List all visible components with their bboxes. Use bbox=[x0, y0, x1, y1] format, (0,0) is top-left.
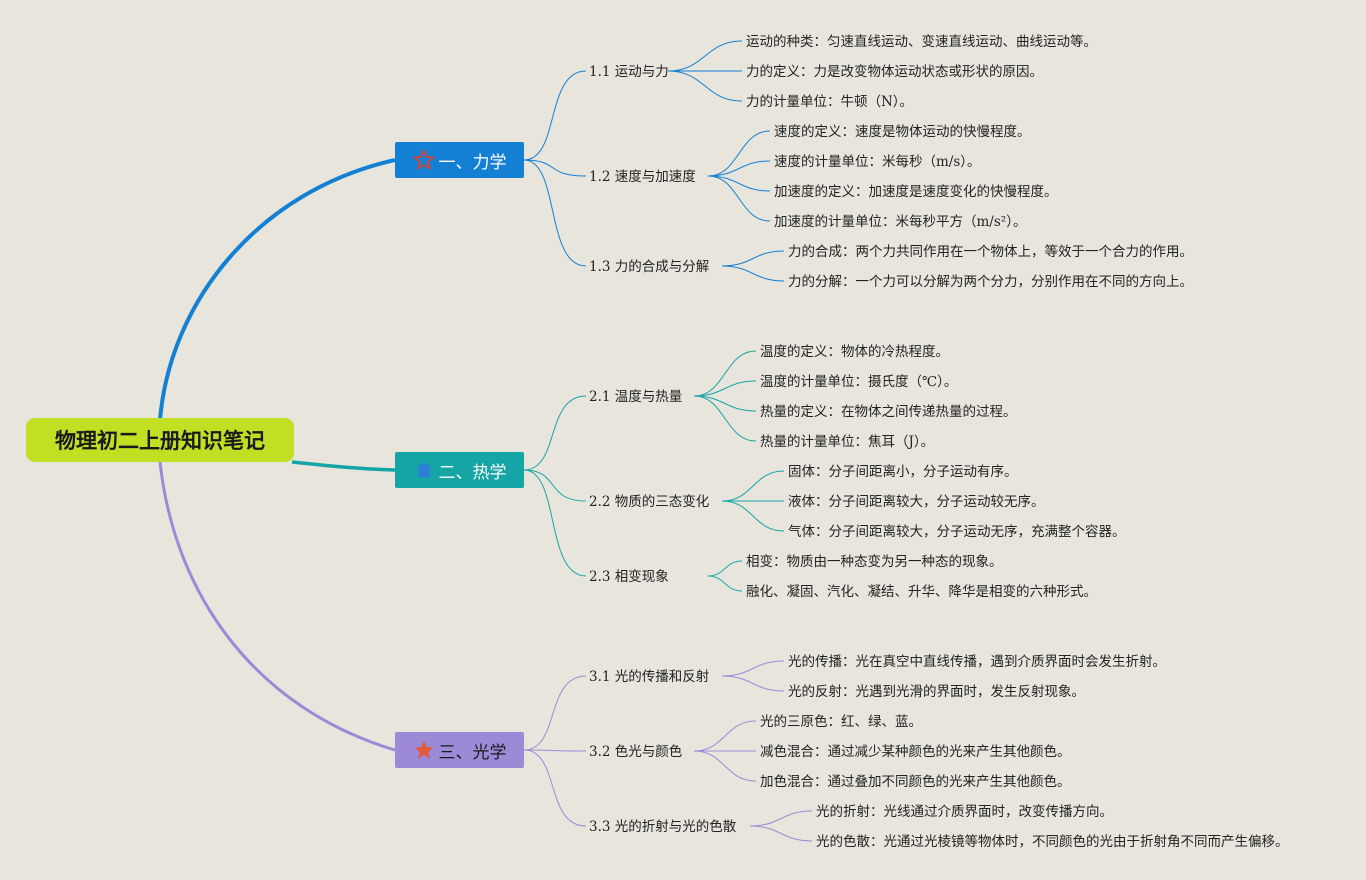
topic-link bbox=[523, 749, 587, 752]
leaf-link bbox=[693, 750, 757, 782]
leaf-link bbox=[707, 160, 771, 177]
leaf-node[interactable]: 融化、凝固、汽化、凝结、升华、降华是相变的六种形式。 bbox=[746, 584, 1097, 600]
topic-link bbox=[523, 395, 587, 471]
topic-link bbox=[523, 159, 587, 267]
branch-node-optics[interactable]: 三、光学 bbox=[395, 732, 524, 768]
leaf-node[interactable]: 加色混合：通过叠加不同颜色的光来产生其他颜色。 bbox=[760, 774, 1071, 790]
leaf-link bbox=[721, 470, 785, 502]
topic-node[interactable]: 2.1 温度与热量 bbox=[589, 389, 683, 405]
leaf-node[interactable]: 光的反射：光遇到光滑的界面时，发生反射现象。 bbox=[788, 684, 1085, 700]
leaf-link bbox=[707, 130, 771, 177]
leaf-link bbox=[693, 380, 757, 397]
leaf-link bbox=[721, 265, 785, 282]
leaf-node[interactable]: 光的色散：光通过光棱镜等物体时，不同颜色的光由于折射角不同而产生偏移。 bbox=[816, 834, 1289, 850]
leaf-link bbox=[721, 250, 785, 267]
branch-node-thermal[interactable]: 二、热学 bbox=[395, 452, 524, 488]
topic-link bbox=[523, 469, 587, 577]
leaf-link bbox=[707, 175, 771, 192]
leaf-link bbox=[721, 660, 785, 677]
topic-node[interactable]: 1.1 运动与力 bbox=[589, 64, 669, 80]
leaf-node[interactable]: 速度的定义：速度是物体运动的快慢程度。 bbox=[774, 124, 1031, 140]
leaf-node[interactable]: 加速度的计量单位：米每秒平方（m/s²）。 bbox=[774, 214, 1027, 230]
leaf-node[interactable]: 光的三原色：红、绿、蓝。 bbox=[760, 714, 922, 730]
house-icon bbox=[415, 461, 432, 478]
leaf-link bbox=[707, 175, 771, 222]
leaf-node[interactable]: 速度的计量单位：米每秒（m/s）。 bbox=[774, 154, 981, 170]
leaf-node[interactable]: 温度的计量单位：摄氏度（℃）。 bbox=[760, 374, 958, 390]
root-link bbox=[158, 158, 396, 421]
leaf-node[interactable]: 热量的计量单位：焦耳（J）。 bbox=[760, 434, 935, 450]
star-outline-icon bbox=[412, 149, 435, 171]
leaf-link bbox=[721, 675, 785, 692]
root-node[interactable]: 物理初二上册知识笔记 bbox=[26, 418, 294, 462]
leaf-link bbox=[749, 825, 813, 842]
leaf-node[interactable]: 固体：分子间距离小，分子运动有序。 bbox=[788, 464, 1018, 480]
leaf-link bbox=[667, 40, 743, 72]
leaf-node[interactable]: 力的定义：力是改变物体运动状态或形状的原因。 bbox=[746, 64, 1043, 80]
leaf-link bbox=[693, 350, 757, 397]
topic-node[interactable]: 3.3 光的折射与光的色散 bbox=[589, 819, 737, 835]
topic-node[interactable]: 3.1 光的传播和反射 bbox=[589, 669, 710, 685]
leaf-link bbox=[693, 720, 757, 752]
topic-link bbox=[523, 749, 587, 827]
leaf-node[interactable]: 力的计量单位：牛顿（N）。 bbox=[746, 94, 914, 110]
branch-label: 三、光学 bbox=[438, 742, 507, 763]
leaf-link bbox=[707, 560, 743, 577]
star-filled-icon bbox=[414, 740, 433, 759]
leaf-link bbox=[721, 500, 785, 532]
topic-node[interactable]: 1.2 速度与加速度 bbox=[589, 169, 696, 185]
topic-link bbox=[523, 70, 587, 161]
leaf-node[interactable]: 热量的定义：在物体之间传递热量的过程。 bbox=[760, 404, 1017, 420]
leaf-node[interactable]: 气体：分子间距离较大，分子运动无序，充满整个容器。 bbox=[788, 524, 1126, 540]
leaf-link bbox=[667, 70, 743, 102]
root-link bbox=[158, 461, 396, 752]
topic-link bbox=[523, 675, 587, 751]
topic-link bbox=[523, 469, 587, 502]
topic-link bbox=[523, 159, 587, 177]
leaf-node[interactable]: 力的合成：两个力共同作用在一个物体上，等效于一个合力的作用。 bbox=[788, 244, 1193, 260]
leaf-link bbox=[707, 575, 743, 592]
topic-node[interactable]: 3.2 色光与颜色 bbox=[589, 744, 683, 760]
leaf-node[interactable]: 力的分解：一个力可以分解为两个分力，分别作用在不同的方向上。 bbox=[788, 274, 1193, 290]
leaf-node[interactable]: 相变：物质由一种态变为另一种态的现象。 bbox=[746, 554, 1003, 570]
branch-node-mechanics[interactable]: 一、力学 bbox=[395, 142, 524, 178]
leaf-node[interactable]: 液体：分子间距离较大，分子运动较无序。 bbox=[788, 494, 1045, 510]
leaf-node[interactable]: 加速度的定义：加速度是速度变化的快慢程度。 bbox=[774, 184, 1058, 200]
leaf-link bbox=[749, 810, 813, 827]
root-link bbox=[291, 460, 396, 472]
leaf-node[interactable]: 光的折射：光线通过介质界面时，改变传播方向。 bbox=[816, 804, 1113, 820]
leaf-node[interactable]: 温度的定义：物体的冷热程度。 bbox=[760, 344, 949, 360]
leaf-node[interactable]: 减色混合：通过减少某种颜色的光来产生其他颜色。 bbox=[760, 744, 1071, 760]
topic-node[interactable]: 2.3 相变现象 bbox=[589, 569, 669, 585]
topic-node[interactable]: 2.2 物质的三态变化 bbox=[589, 494, 710, 510]
leaf-node[interactable]: 光的传播：光在真空中直线传播，遇到介质界面时会发生折射。 bbox=[788, 654, 1166, 670]
leaf-link bbox=[693, 395, 757, 412]
leaf-node[interactable]: 运动的种类：匀速直线运动、变速直线运动、曲线运动等。 bbox=[746, 34, 1097, 50]
leaf-link bbox=[693, 395, 757, 442]
branch-label: 一、力学 bbox=[438, 152, 507, 173]
branch-label: 二、热学 bbox=[438, 462, 507, 483]
topic-node[interactable]: 1.3 力的合成与分解 bbox=[589, 259, 710, 275]
